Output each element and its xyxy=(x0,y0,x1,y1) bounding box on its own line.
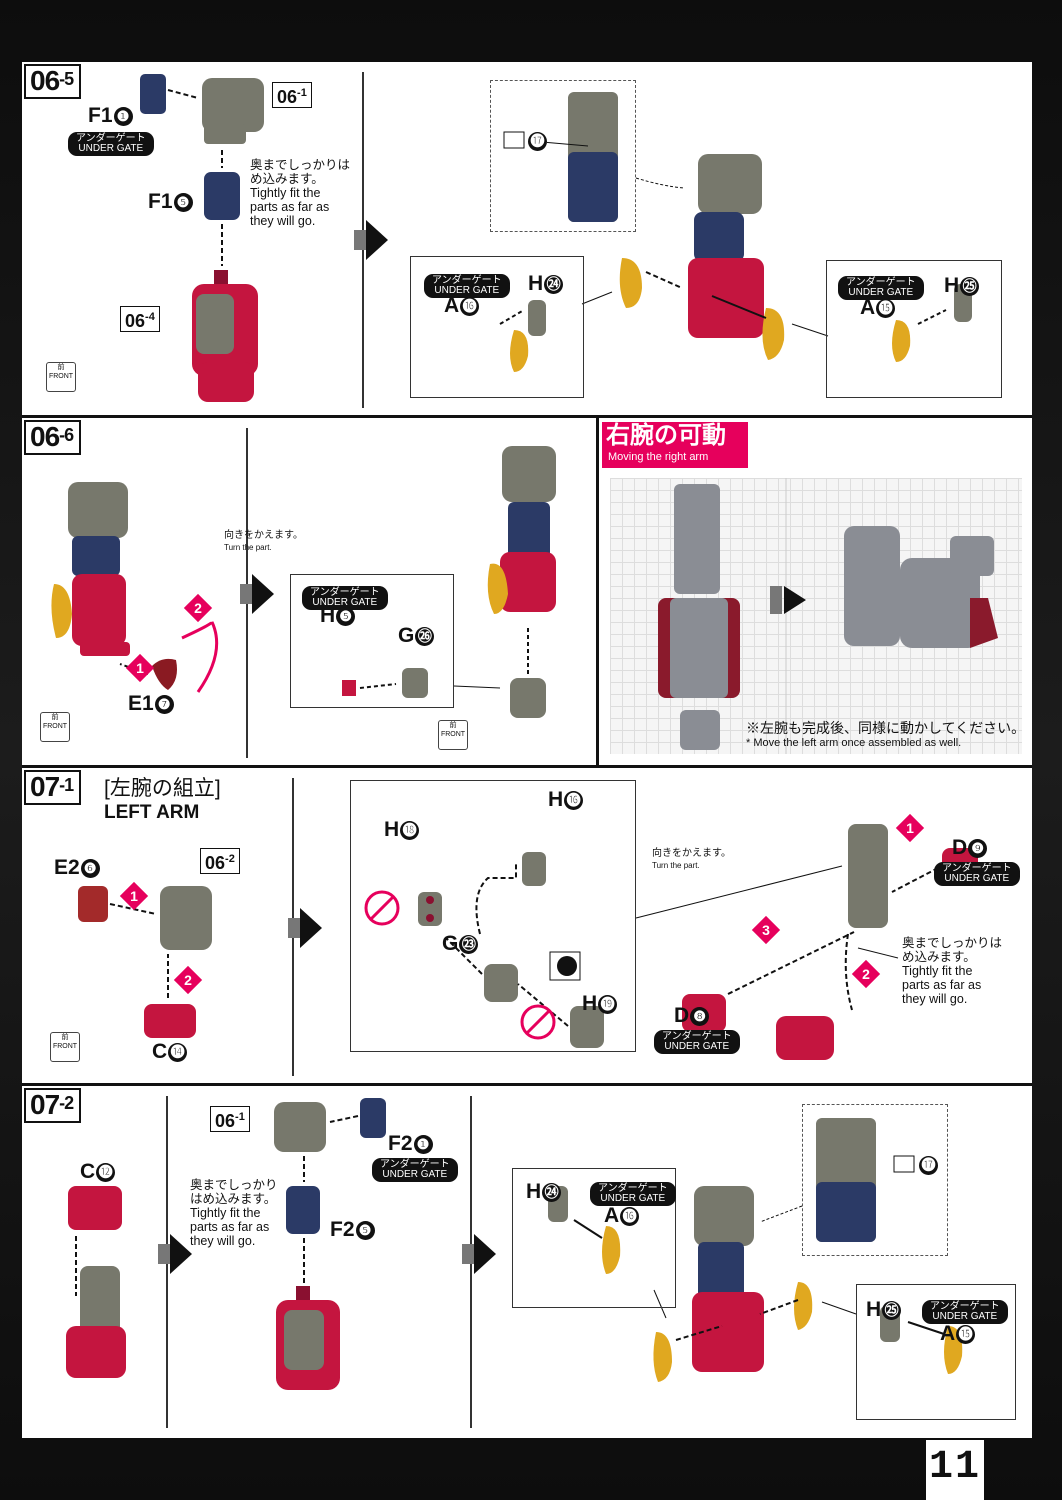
tool-label: ⓱ xyxy=(527,130,547,151)
sub-step-box xyxy=(350,780,636,1052)
detail-inset xyxy=(802,1104,948,1256)
tool-label: ⓱ xyxy=(918,1154,938,1175)
fit-note: 奥までしっかりはめ込みます。Tightly fit the parts as f… xyxy=(902,936,1003,1006)
arm-final-drawing xyxy=(66,1098,963,1390)
step-number: 07-1 xyxy=(24,770,82,805)
step-order-badge: 1 xyxy=(119,881,149,911)
step-order-badge: 2 xyxy=(851,959,881,989)
inset-drawing xyxy=(499,92,972,372)
detail-inset xyxy=(490,80,636,232)
fit-note: 奥までしっかりはめ込みます。Tightly fit the parts as f… xyxy=(190,1178,278,1248)
step-order-badge: 2 xyxy=(173,965,203,995)
sub-step-box xyxy=(290,574,454,708)
step-order-badge: 2 xyxy=(183,593,213,623)
left-arm-drawing xyxy=(78,824,978,1060)
step-number: 07-2 xyxy=(24,1088,82,1123)
arm-photo-drawing xyxy=(658,478,998,754)
reference-tag: 06-2 xyxy=(200,848,240,874)
arm-rotate-drawing xyxy=(51,446,556,718)
next-arrow xyxy=(240,574,274,614)
next-arrow xyxy=(462,1234,496,1274)
next-arrow xyxy=(354,220,388,260)
section-title-en: LEFT ARM xyxy=(104,802,200,823)
reference-tag: 06-1 xyxy=(210,1106,250,1132)
step-order-badge: 1 xyxy=(895,813,925,843)
next-arrow xyxy=(288,908,322,948)
next-arrow xyxy=(158,1234,192,1274)
divider xyxy=(596,418,599,768)
arm-assembly-drawing xyxy=(140,74,264,402)
reference-tag: 06-4 xyxy=(120,306,160,332)
sub-step-box-right xyxy=(856,1284,1016,1420)
left-arm-note: ※左腕も完成後、同様に動かしてください。* Move the left arm … xyxy=(746,720,1026,749)
sub-step-box-left xyxy=(410,256,584,398)
step-order-badge: 1 xyxy=(125,653,155,683)
sub-step-box-right xyxy=(826,260,1002,398)
fit-note: 奥までしっかりはめ込みます。Tightly fit the parts as f… xyxy=(250,158,351,228)
sub-step-box-left xyxy=(512,1168,676,1308)
step-order-badge: 3 xyxy=(751,915,781,945)
photo-panel xyxy=(610,478,1022,754)
section-title-jp: [左腕の組立] xyxy=(104,777,221,800)
page-number: 11 xyxy=(926,1440,984,1500)
reference-tag: 06-1 xyxy=(272,82,312,108)
right-arm-title: 右腕の可動 Moving the right arm xyxy=(602,422,748,468)
turn-note: 向きをかえます。Turn the part. xyxy=(224,530,303,552)
step-number: 06-5 xyxy=(24,64,82,99)
step-number: 06-6 xyxy=(24,420,82,455)
turn-note: 向きをかえます。Turn the part. xyxy=(652,848,731,870)
